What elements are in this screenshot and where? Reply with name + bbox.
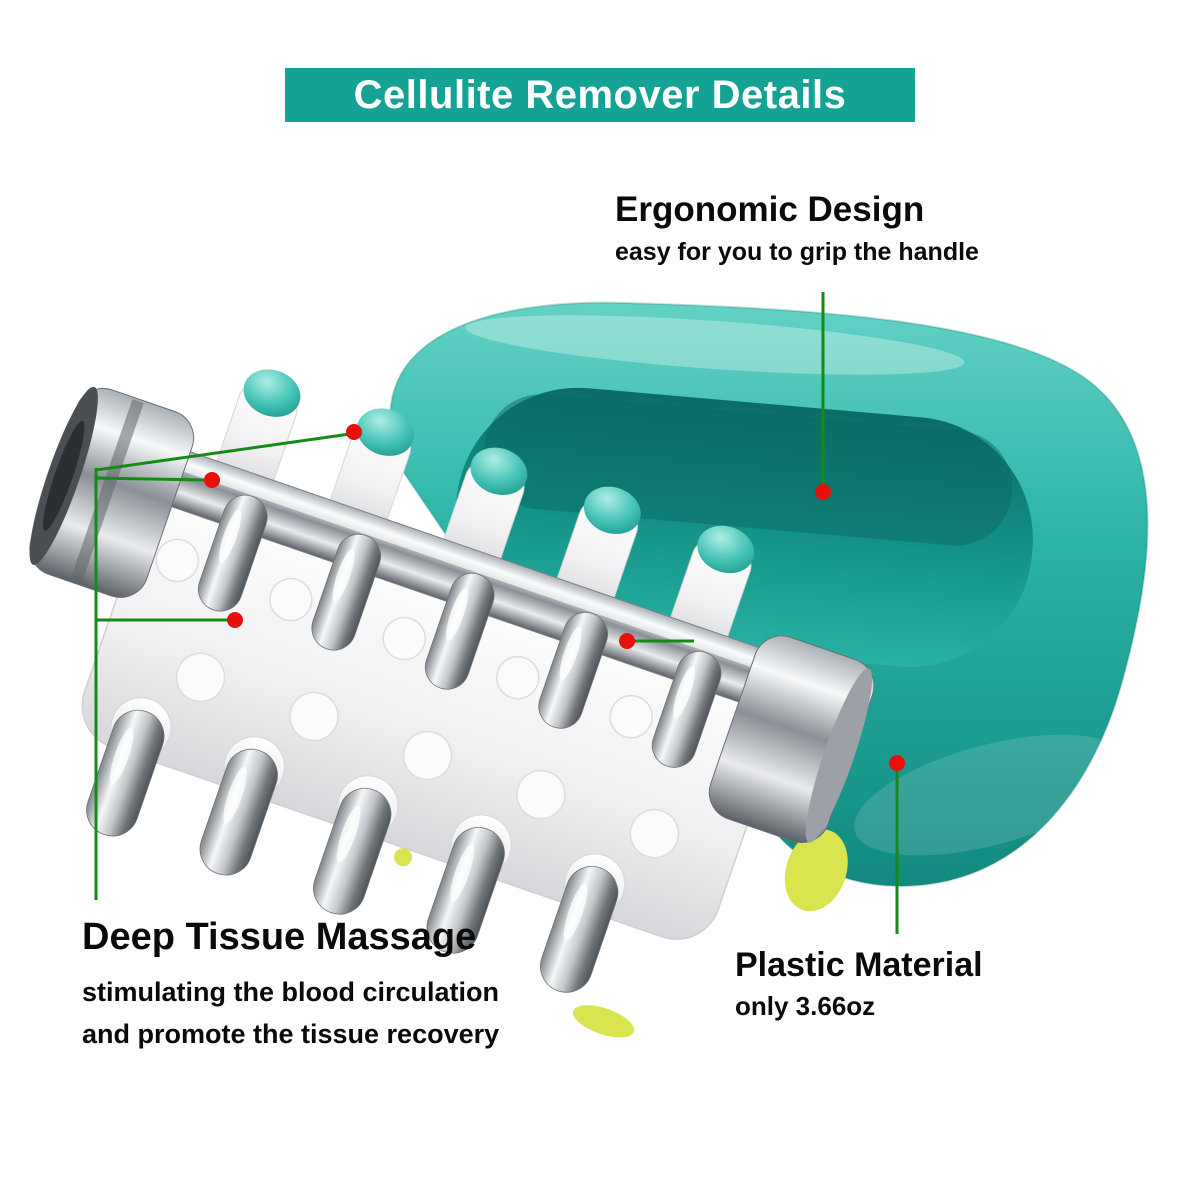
callout-dot-pin-left [204,472,220,488]
massage-pin [424,572,495,690]
massage-pin [651,651,722,768]
callout-deep-tissue: Deep Tissue Massage stimulating the bloo… [82,916,499,1055]
top-roller [328,408,414,534]
callout-deep-tissue-line2: and promote the tissue recovery [82,1018,500,1049]
callout-deep-tissue-title: Deep Tissue Massage [82,916,477,958]
handle-highlight [465,315,965,375]
massage-pin [426,814,512,954]
callout-dot-material [889,755,905,771]
callout-plastic-subtitle: only 3.66oz [735,991,876,1022]
top-roller [441,447,528,573]
massage-pin [86,697,172,837]
massage-pin [197,494,268,612]
top-roller [214,369,301,495]
teal-nub [470,447,528,495]
roller-axle-left-cap [29,386,195,598]
callout-lines-deep-tissue [94,432,694,900]
top-roller [668,525,755,651]
title-banner: Cellulite Remover Details [285,68,915,122]
massage-pin [199,736,285,876]
teal-nub [357,408,414,456]
axle-bar-highlight [127,444,834,694]
yellow-accents [394,829,848,1038]
callout-ergonomic-title: Ergonomic Design [615,190,925,229]
lower-massage-pins [86,697,626,993]
upper-massage-pins [197,494,722,768]
callout-plastic-title: Plastic Material [735,946,983,984]
massage-pin [313,775,399,915]
callout-lines [94,292,899,934]
roller-assembly [29,369,875,1038]
callout-dot-handle [815,484,831,500]
callout-plastic: Plastic Material only 3.66oz [735,946,983,1022]
callout-deep-tissue-line1: stimulating the blood circulation [82,976,500,1007]
massage-pin [538,611,608,729]
roller-axle-right-cap [708,635,875,844]
callout-ergonomic-subtitle: easy for you to grip the handle [615,238,979,267]
body-bumps [155,538,680,859]
massage-pin [540,853,626,993]
callout-dot-nub [346,424,362,440]
teal-nub [697,525,755,574]
callout-dots [204,424,905,771]
teal-nub [243,369,301,417]
handle-sheen [854,734,1126,856]
massage-pin [311,533,382,651]
callout-ergonomic: Ergonomic Design easy for you to grip th… [615,190,979,267]
teal-nub [583,486,641,535]
callout-dot-body [227,612,243,628]
banner-title: Cellulite Remover Details [353,72,847,117]
callout-dot-pin-mid [619,633,635,649]
top-roller-row [214,369,755,651]
